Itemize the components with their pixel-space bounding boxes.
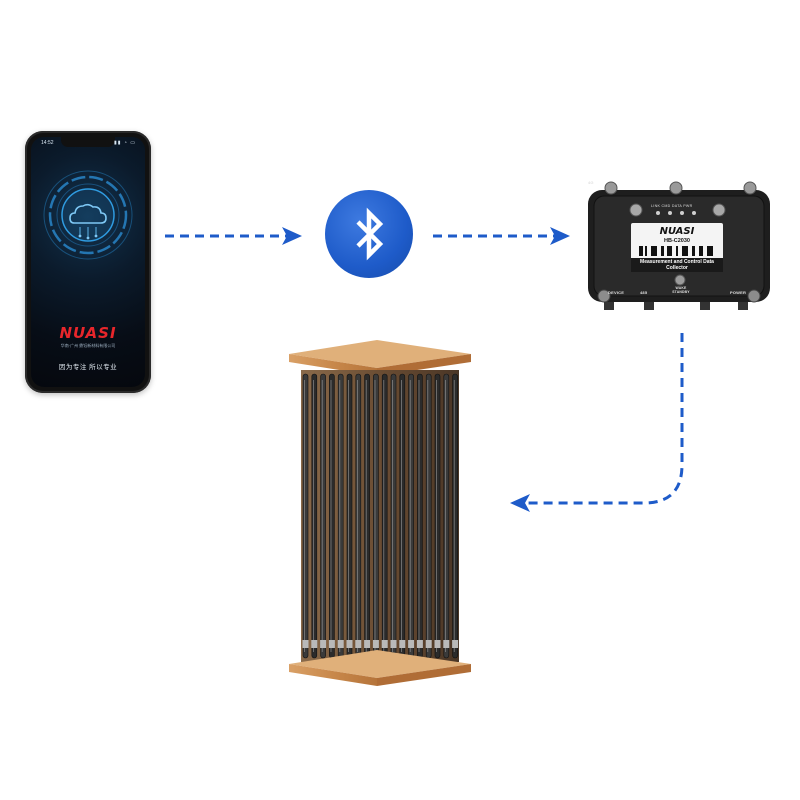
collector-label-panel: NUASI HB-C2030 Measurement and Control D… <box>631 223 723 272</box>
smartphone: 14:52 ▮▮ ◔ ▭ NUASI 华南·广州 鼎钰新材料有限公司 因为专注 … <box>25 131 151 393</box>
tubular-heater <box>289 340 471 686</box>
phone-brand-subtitle: 华南·广州 鼎钰新材料有限公司 <box>60 343 116 348</box>
port-label-wake-standby: WAKE STANDBY <box>672 286 690 294</box>
port-label-power: POWER <box>730 290 747 295</box>
bluetooth-icon <box>356 207 384 261</box>
collector-brand: NUASI <box>659 226 695 237</box>
collector-barcode <box>639 246 713 256</box>
data-collector-device: LINK CMD DATA PWR NUASI HB-C2030 Measure… <box>588 180 770 312</box>
cloud-hud-icon <box>43 170 133 260</box>
collector-name: Measurement and Control Data Collector <box>631 258 723 272</box>
arrow-bluetooth-to-collector-head <box>550 227 570 245</box>
port-label-device: DEVICE <box>608 290 625 295</box>
status-time: 14:52 <box>41 140 54 146</box>
heating-tubes <box>302 373 459 659</box>
phone-brand-logo: NUASI <box>59 324 117 342</box>
status-icons: ▮▮ ◔ ▭ <box>113 140 136 146</box>
bluetooth-badge <box>325 190 413 278</box>
port-label-4g: 4G <box>588 180 594 185</box>
collector-led-labels: LINK CMD DATA PWR <box>651 204 693 208</box>
phone-slogan: 因为专注 所以专业 <box>58 364 118 371</box>
collector-model: HB-C2030 <box>664 238 690 244</box>
arrow-phone-to-bluetooth-head <box>282 227 302 245</box>
arrow-collector-to-heater <box>522 333 684 505</box>
arrow-collector-to-heater-head <box>510 494 530 512</box>
port-label-485: 485 <box>640 290 648 295</box>
phone-screen: 14:52 ▮▮ ◔ ▭ NUASI 华南·广州 鼎钰新材料有限公司 因为专注 … <box>31 137 145 387</box>
phone-notch <box>61 137 115 147</box>
